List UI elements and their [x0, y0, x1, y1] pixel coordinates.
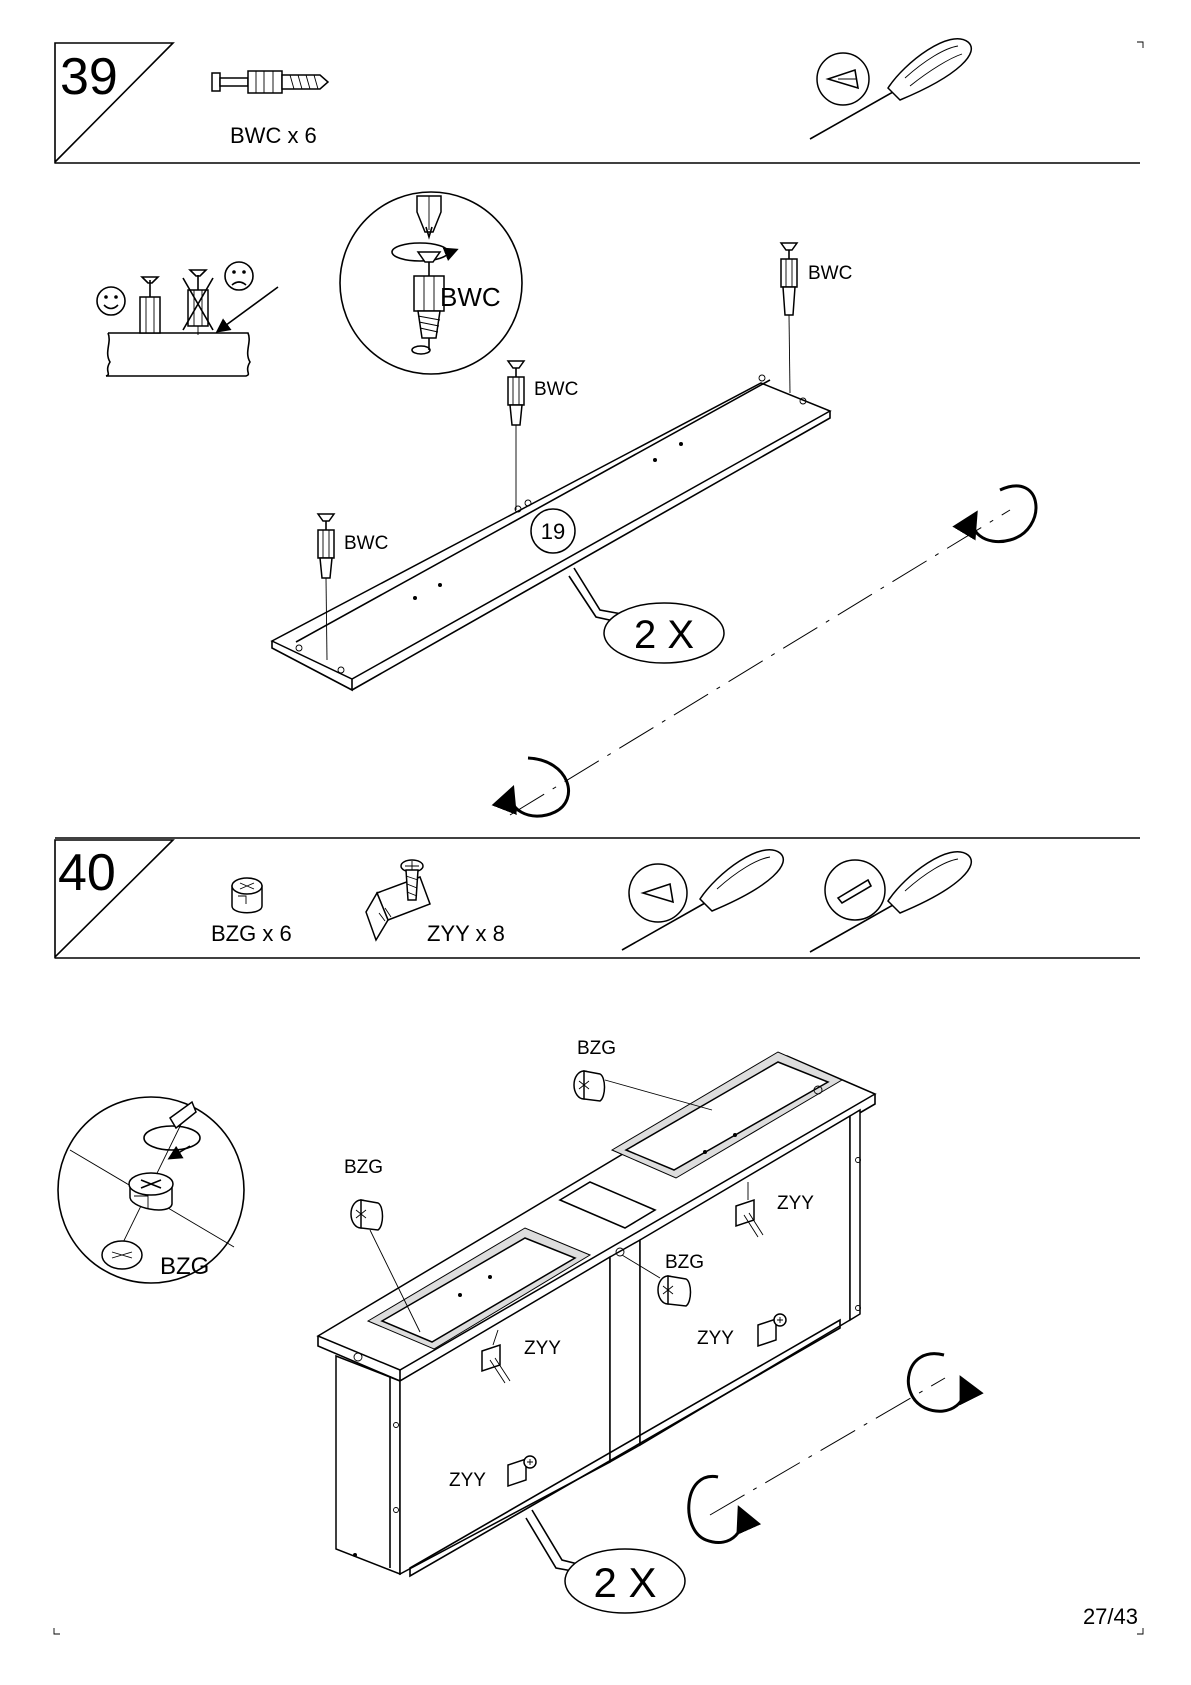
bzg-cam-2: BZG — [574, 1038, 712, 1110]
rotate-arrow-icon — [689, 1476, 742, 1542]
bzg-cam-2-label: BZG — [577, 1038, 616, 1059]
frown-icon — [225, 262, 253, 290]
bwc-detail-circle: BWC — [340, 192, 522, 374]
rotate-arrow-icon — [511, 758, 569, 816]
flat-screwdriver-icon — [810, 852, 971, 952]
phillips-screwdriver-icon — [810, 39, 971, 139]
bzg-cam-1-label: BZG — [344, 1157, 383, 1178]
bwc-bolt-2-label: BWC — [534, 379, 578, 400]
phillips-screwdriver-icon — [622, 850, 783, 950]
multiplier-callout-39: 2 X — [569, 568, 724, 663]
corner-bracket-icon — [366, 860, 430, 940]
step-39-body: BWC 19 — [97, 192, 1036, 816]
bzg-detail-label: BZG — [160, 1253, 209, 1280]
bzg-cam-3-label: BZG — [665, 1252, 704, 1273]
step-39-header: 39 BWC x 6 — [55, 39, 1140, 163]
cam-lock-icon — [232, 878, 262, 913]
zyy-bracket-3-label: ZYY — [697, 1328, 734, 1349]
step-39-number: 39 — [60, 48, 118, 106]
step-40-body: BZG — [58, 1038, 964, 1613]
page-number: 27/43 — [1083, 1604, 1138, 1629]
bzg-qty-label: BZG x 6 — [211, 921, 292, 946]
bwc-qty-label: BWC x 6 — [230, 123, 317, 148]
bwc-bolt-3-label: BWC — [808, 263, 852, 284]
multiplier-40: 2 X — [593, 1559, 656, 1606]
zyy-bracket-1-label: ZYY — [524, 1338, 561, 1359]
step-40-number: 40 — [58, 844, 116, 902]
bwc-bolt-1-label: BWC — [344, 533, 388, 554]
multiplier-callout-40: 2 X — [526, 1510, 685, 1613]
panel-number: 19 — [541, 519, 565, 544]
zyy-qty-label: ZYY x 8 — [427, 921, 505, 946]
zyy-bracket-4-label: ZYY — [449, 1470, 486, 1491]
cam-bolt-icon — [212, 71, 328, 93]
bwc-detail-label: BWC — [440, 282, 501, 312]
cabinet-assembly — [318, 1052, 875, 1576]
multiplier-39: 2 X — [634, 613, 694, 657]
insertion-depth-detail — [97, 262, 278, 376]
bolt-correct — [140, 277, 160, 333]
smile-icon — [97, 287, 125, 315]
step-40-header: 40 BZG x 6 ZYY x 8 — [55, 838, 1140, 958]
zyy-bracket-2-label: ZYY — [777, 1193, 814, 1214]
bwc-bolt-3: BWC — [781, 243, 852, 393]
bzg-detail-circle: BZG — [58, 1097, 244, 1283]
bolt-incorrect — [183, 270, 213, 335]
